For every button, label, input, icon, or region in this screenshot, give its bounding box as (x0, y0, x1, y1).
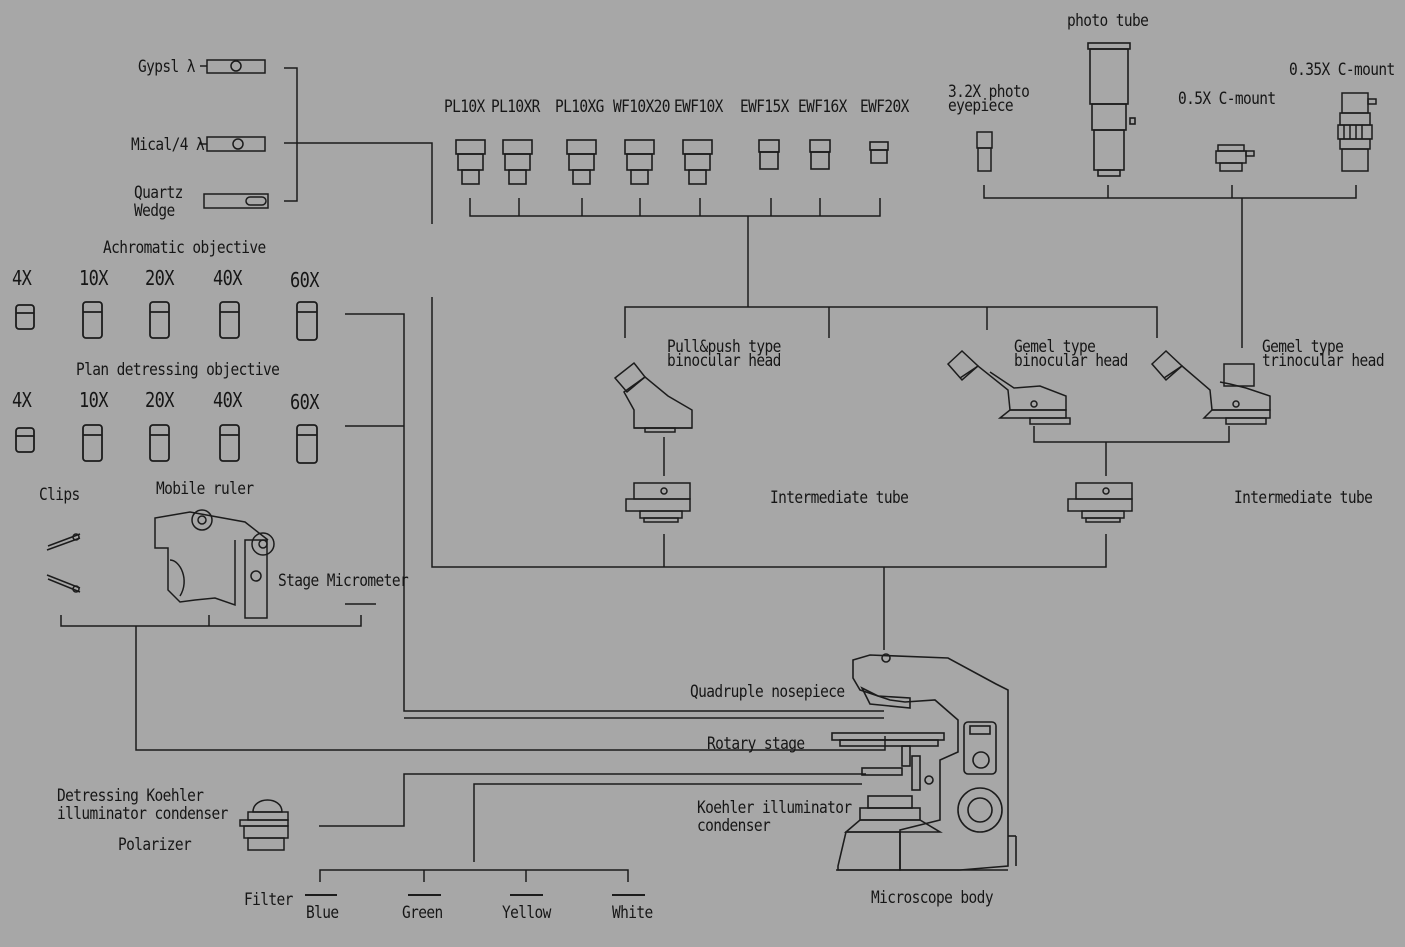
achromatic-objective-title: Achromatic objective (103, 238, 266, 258)
microscope-body-icon (831, 653, 1017, 871)
photo-eyepiece-label-2: eyepiece (948, 96, 1014, 116)
filter-blue-label: Blue (306, 903, 339, 923)
achromatic-mag-label: 20X (145, 267, 175, 292)
gemel-binocular-head-icon (946, 349, 1071, 425)
gemel-binocular-label-2: binocular head (1014, 351, 1128, 371)
nosepiece-label: Quadruple nosepiece (690, 682, 845, 702)
eyepiece-label: PL10XG (555, 97, 604, 117)
koehler-condenser-label-1: Koehler illuminator (697, 798, 852, 818)
pullpush-head-label-1: Pull&push type (667, 337, 781, 357)
quartz-wedge-label-2: Wedge (134, 201, 175, 221)
intermediate-tube-label-right: Intermediate tube (1234, 488, 1373, 508)
achromatic-mag-label: 40X (213, 267, 243, 292)
plan-objective-icons (15, 424, 318, 464)
eyepiece-label: PL10X (444, 97, 485, 117)
eyepiece-label: EWF20X (860, 97, 909, 117)
gemel-trinocular-label-2: trinocular head (1262, 351, 1385, 371)
filter-title: Filter (244, 890, 293, 910)
detressing-condenser-icon (239, 799, 289, 851)
quartz-wedge-icon (203, 193, 269, 209)
rotary-stage-label: Rotary stage (707, 734, 805, 754)
quartz-wedge-label-1: Quartz (134, 183, 183, 203)
mobile-ruler-icon (154, 509, 275, 619)
filter-green-label: Green (402, 903, 443, 923)
c-mount-035-label: 0.35X C-mount (1289, 60, 1395, 80)
eyepiece-label: WF10X20 (613, 97, 671, 117)
polarizer-label: Polarizer (118, 835, 192, 855)
stage-micrometer-label: Stage Micrometer (278, 571, 409, 591)
plan-mag-label: 10X (79, 389, 109, 414)
gemel-trinocular-label-1: Gemel type (1262, 337, 1344, 357)
eyepiece-icons (455, 139, 889, 185)
achromatic-mag-label: 60X (290, 269, 320, 294)
koehler-condenser-label-2: condenser (697, 816, 771, 836)
detressing-condenser-label-1: Detressing Koehler (57, 786, 204, 806)
filter-white-label: White (612, 903, 653, 923)
intermediate-tube-left-icon (625, 482, 691, 523)
gypsum-plate-label: Gypsl λ (138, 57, 196, 77)
plan-mag-label: 20X (145, 389, 175, 414)
photo-eyepiece-icon (976, 131, 993, 172)
photo-tube-label: photo tube (1067, 11, 1149, 31)
filter-yellow-label: Yellow (502, 903, 551, 923)
mica-plate-icon (200, 136, 266, 152)
c-mount-035-icon (1337, 92, 1377, 172)
mobile-ruler-label: Mobile ruler (156, 479, 254, 499)
eyepiece-label: EWF15X (740, 97, 789, 117)
intermediate-tube-label-left: Intermediate tube (770, 488, 909, 508)
c-mount-05-icon (1215, 144, 1255, 172)
plan-mag-label: 60X (290, 391, 320, 416)
clips-icon (46, 533, 81, 593)
clips-label: Clips (39, 485, 80, 505)
photo-tube-icon (1087, 42, 1136, 177)
eyepiece-label: EWF16X (798, 97, 847, 117)
gemel-trinocular-head-icon (1150, 349, 1271, 425)
detressing-condenser-label-2: illuminator condenser (57, 804, 228, 824)
achromatic-mag-label: 10X (79, 267, 109, 292)
intermediate-tube-right-icon (1067, 482, 1133, 523)
eyepiece-label: EWF10X (674, 97, 723, 117)
photo-eyepiece-label-1: 3.2X photo (948, 82, 1030, 102)
connector-lines (60, 67, 1357, 882)
gemel-binocular-label-1: Gemel type (1014, 337, 1096, 357)
achromatic-objective-icons (15, 301, 318, 341)
microscope-body-label: Microscope body (871, 888, 994, 908)
gypsum-plate-icon (200, 59, 266, 74)
mica-plate-label: Mical/4 λ (131, 135, 205, 155)
eyepiece-label: PL10XR (491, 97, 540, 117)
plan-objective-title: Plan detressing objective (76, 360, 280, 380)
plan-mag-label: 4X (12, 389, 32, 414)
plan-mag-label: 40X (213, 389, 243, 414)
pullpush-head-label-2: binocular head (667, 351, 781, 371)
achromatic-mag-label: 4X (12, 267, 32, 292)
pullpush-binocular-head-icon (613, 361, 693, 433)
c-mount-05-label: 0.5X C-mount (1178, 89, 1276, 109)
